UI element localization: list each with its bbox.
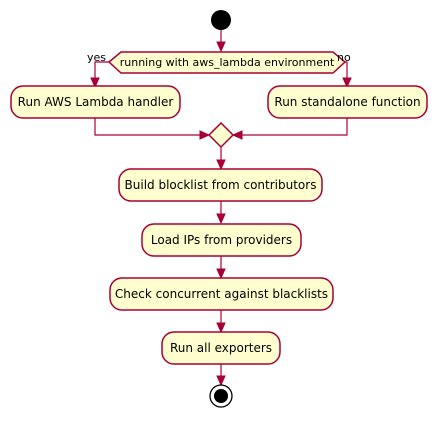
merge-node xyxy=(207,121,235,149)
edge-no-branch xyxy=(345,61,348,82)
action-lambda-handler-label: Run AWS Lambda handler xyxy=(18,95,174,109)
action-build-blocklist-label: Build blocklist from contributors xyxy=(125,178,317,192)
end-node xyxy=(209,384,233,408)
yes-label: yes xyxy=(87,51,106,64)
action-load-ips-label: Load IPs from providers xyxy=(151,233,292,247)
arrowhead xyxy=(199,130,211,140)
action-run-exporters-label: Run all exporters xyxy=(170,341,272,355)
arrowhead xyxy=(216,213,226,225)
decision-condition: running with aws_lambda environment xyxy=(120,56,335,69)
arrowhead xyxy=(216,322,226,334)
action-check-concurrent-label: Check concurrent against blacklists xyxy=(115,287,328,301)
edge-yes-branch xyxy=(94,61,109,82)
arrowhead xyxy=(90,77,100,89)
no-label: no xyxy=(337,51,351,64)
start-node xyxy=(211,10,231,30)
arrowhead xyxy=(216,159,226,171)
arrowhead xyxy=(342,77,352,89)
action-standalone-function-label: Run standalone function xyxy=(274,95,420,109)
arrowhead xyxy=(216,268,226,280)
arrowhead xyxy=(231,130,243,140)
edge-left-merge xyxy=(94,118,204,136)
arrowhead xyxy=(216,41,226,53)
arrowhead xyxy=(216,375,226,387)
edge-right-merge xyxy=(238,118,348,136)
